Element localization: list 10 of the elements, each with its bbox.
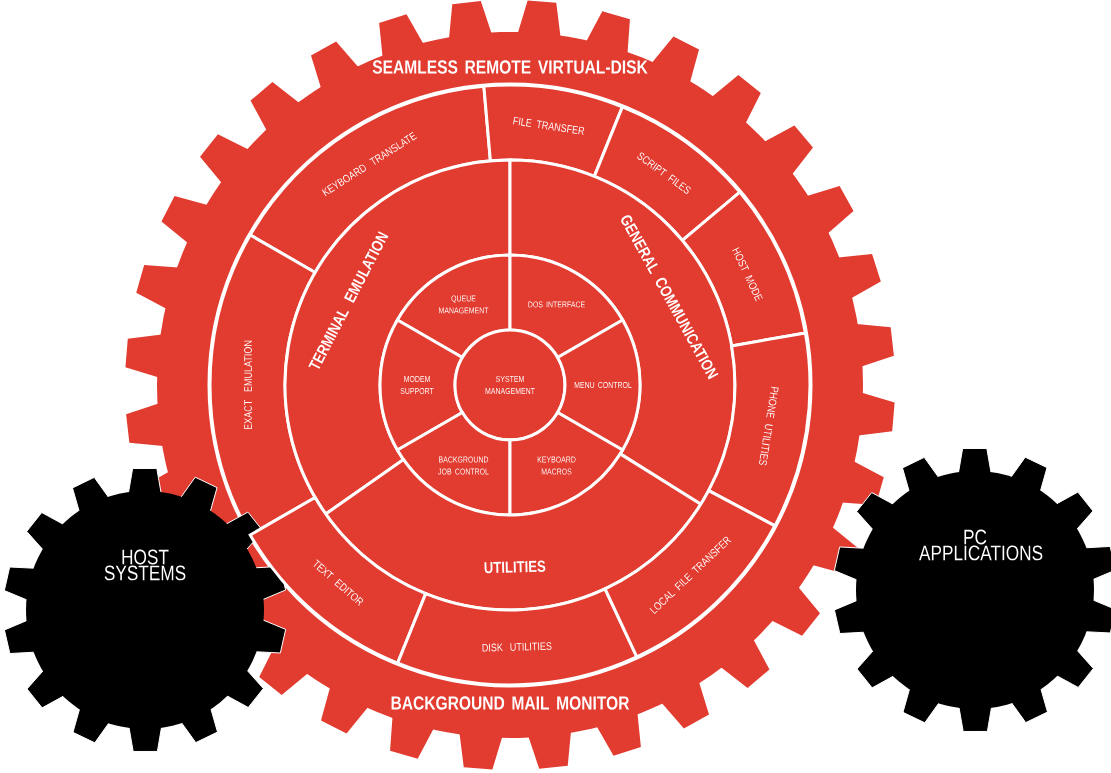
band-title: SEAMLESS REMOTE VIRTUAL-DISK bbox=[372, 60, 648, 74]
ring-segment: BACKGROUND JOB CONTROL bbox=[395, 411, 512, 517]
ring-segment: MENU CONTROL bbox=[556, 318, 642, 452]
ring-segment: QUEUE MANAGEMENT bbox=[395, 253, 512, 359]
band-title: BACKGROUND MAIL MONITOR bbox=[391, 696, 630, 710]
ring-segment: DISK UTILITIES bbox=[396, 587, 639, 687]
ring-segment: KEYBOARD MACROS bbox=[508, 411, 625, 517]
ring-segment: FILE TRANSFER bbox=[482, 83, 624, 178]
ring-segment: DOS INTERFACE bbox=[508, 253, 625, 359]
ring-segment: MODEM SUPPORT bbox=[378, 318, 464, 452]
